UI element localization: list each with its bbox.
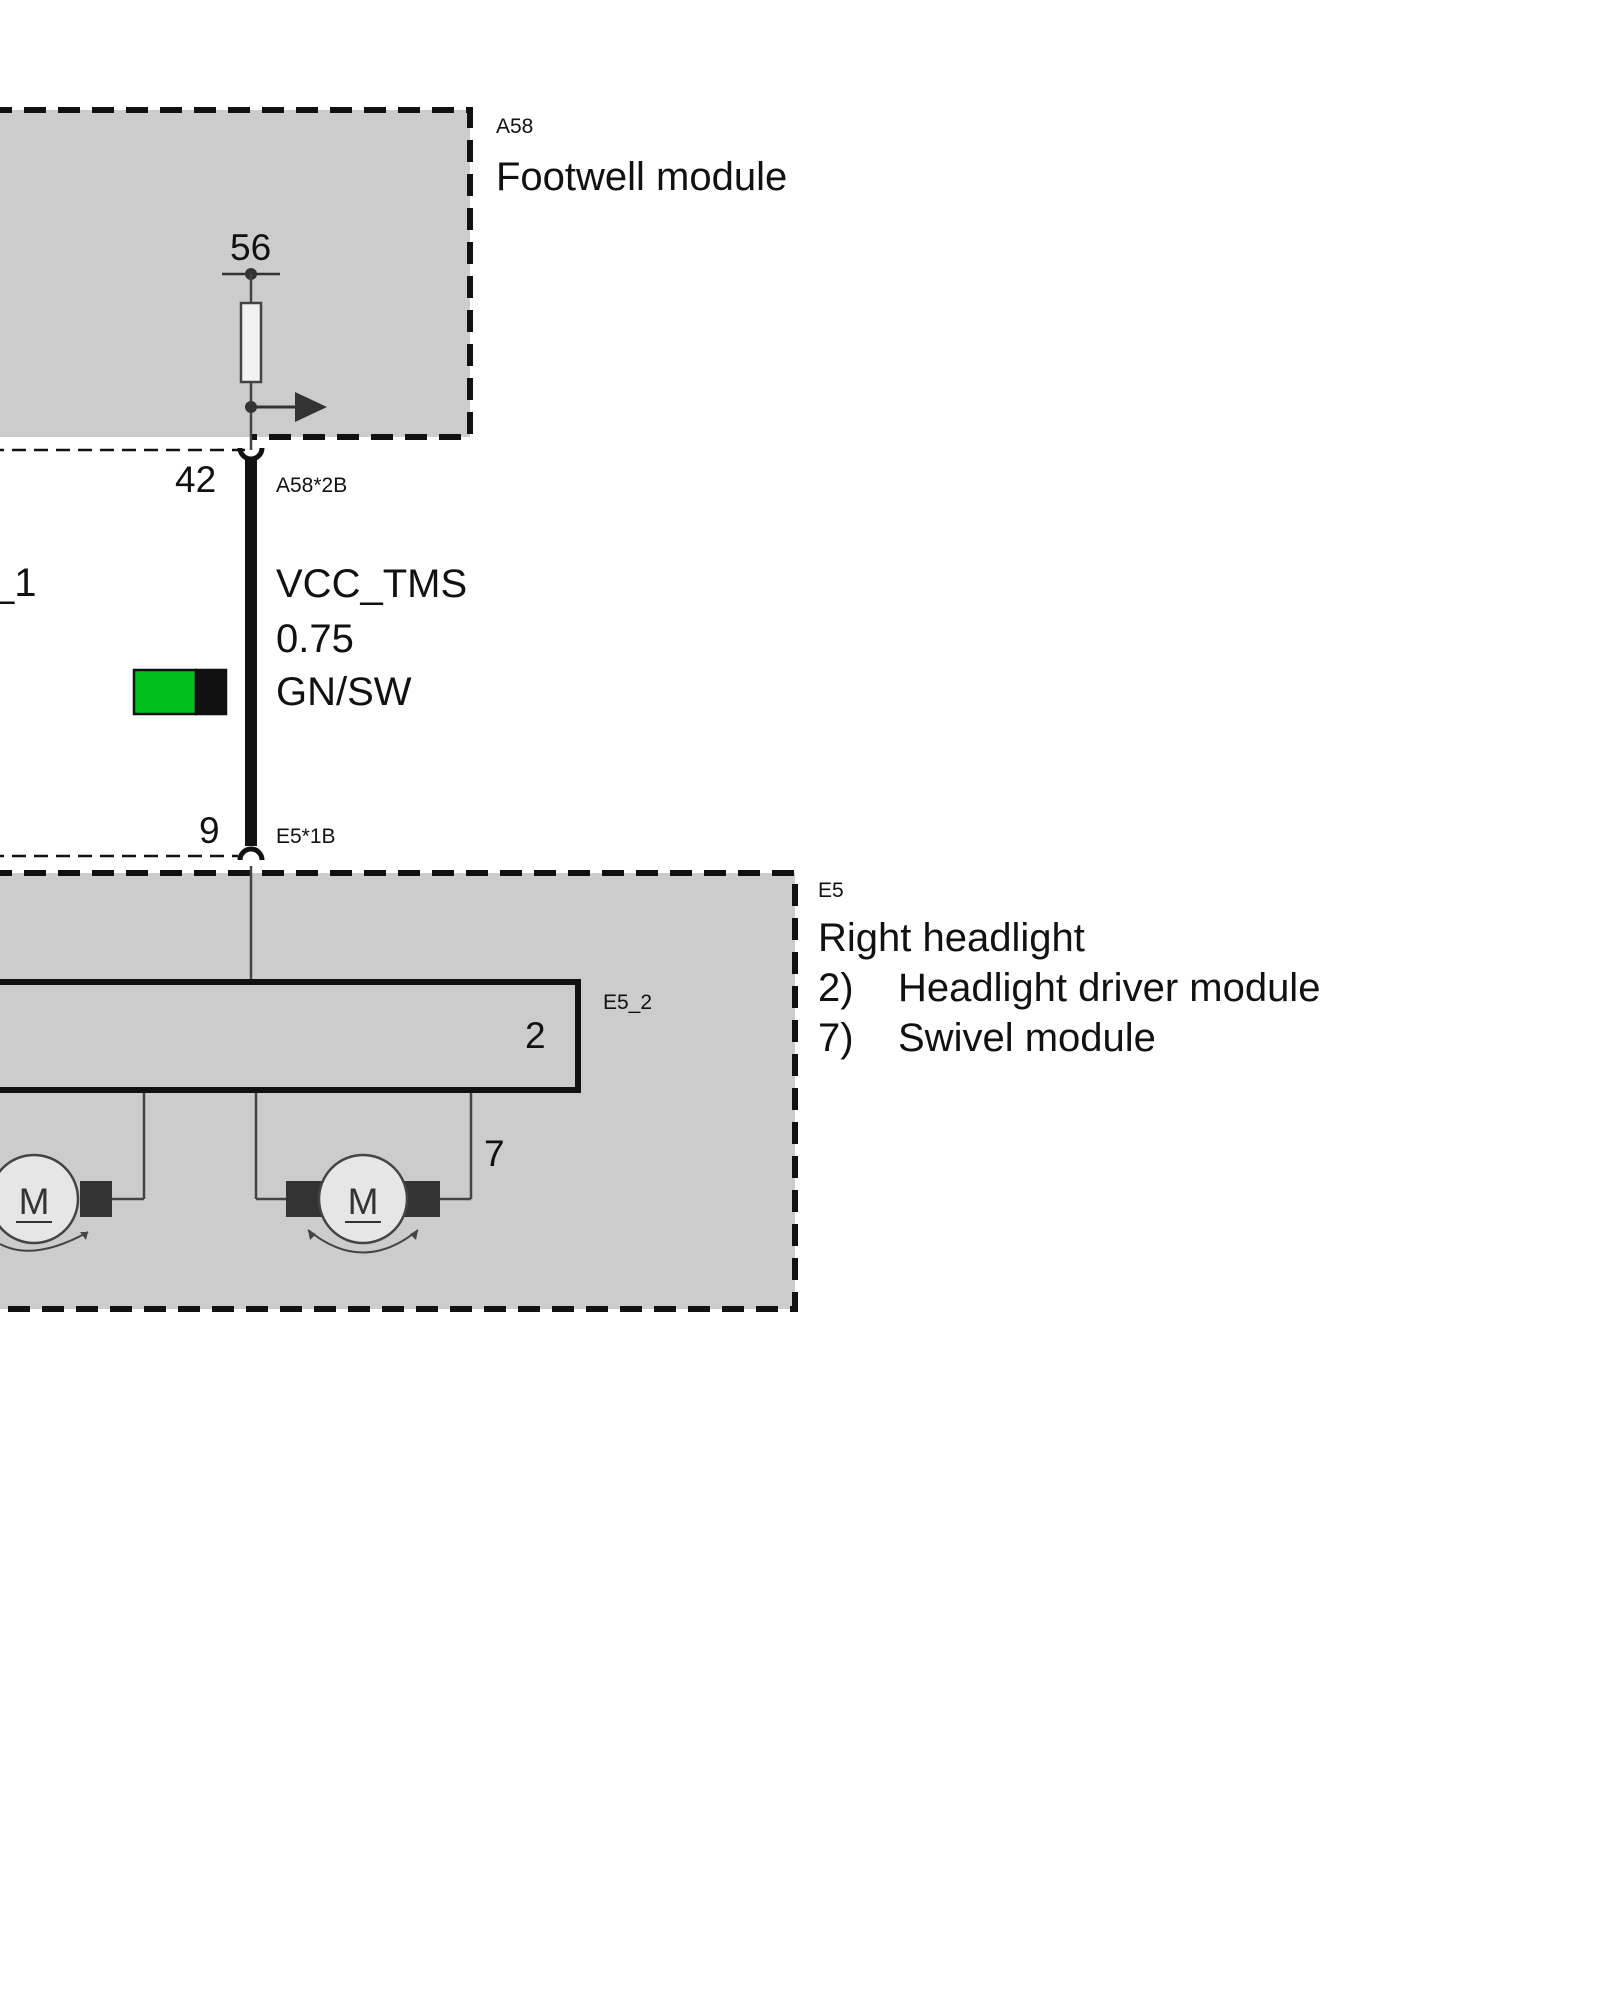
motor-left-icon [0, 1153, 80, 1245]
legend-item-2-num: 2) [818, 966, 854, 1010]
driver-module-number: 2 [525, 1015, 546, 1056]
wire-color-code: GN/SW [276, 670, 412, 714]
headlight-name: Right headlight [818, 916, 1085, 960]
connector-bottom-symbol [237, 846, 265, 861]
wire-color-swatch [132, 668, 228, 716]
connector-top-id: A58*2B [276, 474, 347, 497]
svg-text:M: M [348, 1181, 379, 1222]
footwell-internal-circuit: 56 [222, 227, 327, 450]
connector-top-pin: 42 [175, 459, 216, 500]
resistor-symbol [239, 301, 263, 384]
legend-item-7-label: Swivel module [898, 1016, 1156, 1060]
left-cut-label: _1 [0, 561, 37, 605]
connector-bottom-pin: 9 [199, 810, 220, 851]
motor-swivel-icon [317, 1153, 409, 1245]
legend-item-7-num: 7) [818, 1016, 854, 1060]
footwell-pin-56: 56 [230, 227, 271, 268]
motor-left: M [0, 1093, 146, 1252]
wire-cross-section: 0.75 [276, 617, 354, 661]
footwell-module-name: Footwell module [496, 155, 787, 199]
motor-swivel: M [254, 1093, 473, 1254]
footwell-module-id: A58 [496, 115, 533, 138]
headlight-driver-module-box [0, 979, 581, 1093]
swivel-module-number: 7 [484, 1133, 505, 1174]
legend-item-2-label: Headlight driver module [898, 966, 1320, 1010]
output-arrow-icon [295, 392, 327, 422]
svg-text:M: M [19, 1181, 50, 1222]
wire-signal-name: VCC_TMS [276, 562, 467, 606]
footwell-module [0, 107, 473, 452]
headlight-id: E5 [818, 879, 844, 902]
driver-module-id: E5_2 [603, 991, 652, 1014]
connector-bottom-id: E5*1B [276, 825, 336, 848]
